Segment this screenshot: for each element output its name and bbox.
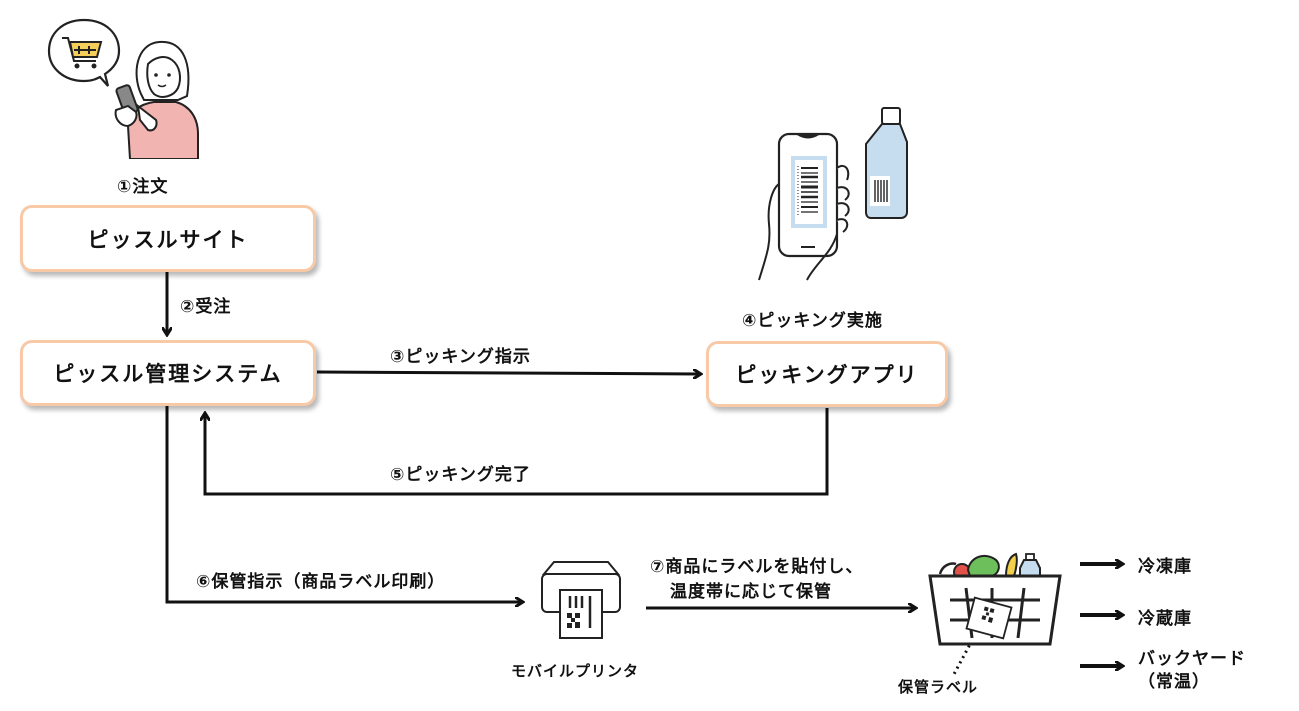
- destination-backyard: バックヤード: [1138, 649, 1246, 669]
- step-attach-label-line1: ⑦商品にラベルを貼付し、: [650, 557, 864, 577]
- storage-label-tag-icon: [965, 596, 1013, 640]
- arrow-storage-instruction: [165, 406, 522, 602]
- smartphone-scanner-icon: [777, 132, 839, 258]
- step-pick-complete-label: ⑤ピッキング完了: [390, 465, 531, 485]
- grocery-basket-icon: [928, 552, 1062, 646]
- mobile-printer-icon: [541, 561, 621, 639]
- step-pick-instruction-label: ③ピッキング指示: [390, 347, 531, 367]
- customer-illustration: [47, 18, 199, 159]
- step-receive-label: ②受注: [180, 297, 232, 317]
- mobile-printer-label: モバイルプリンタ: [511, 662, 640, 680]
- storage-label-caption: 保管ラベル: [898, 678, 979, 696]
- step-picking-label: ④ピッキング実施: [742, 311, 883, 331]
- step-order-label: ①注文: [117, 177, 169, 197]
- destination-backyard-sub: （常温）: [1138, 672, 1210, 692]
- step-attach-label-line2: 温度帯に応じて保管: [670, 582, 832, 602]
- cart-icon: [62, 37, 103, 69]
- destination-refrigerator: 冷蔵庫: [1138, 609, 1192, 629]
- bottle-icon: [865, 107, 908, 219]
- hand-icon: [758, 164, 850, 281]
- arrow-pick-instruction: [316, 372, 700, 374]
- qr-code-icon: [567, 613, 580, 628]
- management-system-box[interactable]: ピッスル管理システム: [20, 340, 316, 406]
- picking-app-box[interactable]: ピッキングアプリ: [706, 341, 948, 407]
- step-storage-instruction-label: ⑥保管指示（商品ラベル印刷）: [196, 572, 446, 592]
- destination-freezer: 冷凍庫: [1138, 557, 1192, 577]
- scan-illustration: [758, 107, 908, 281]
- arrow-pick-complete: [205, 408, 829, 496]
- site-box[interactable]: ピッスルサイト: [20, 205, 316, 272]
